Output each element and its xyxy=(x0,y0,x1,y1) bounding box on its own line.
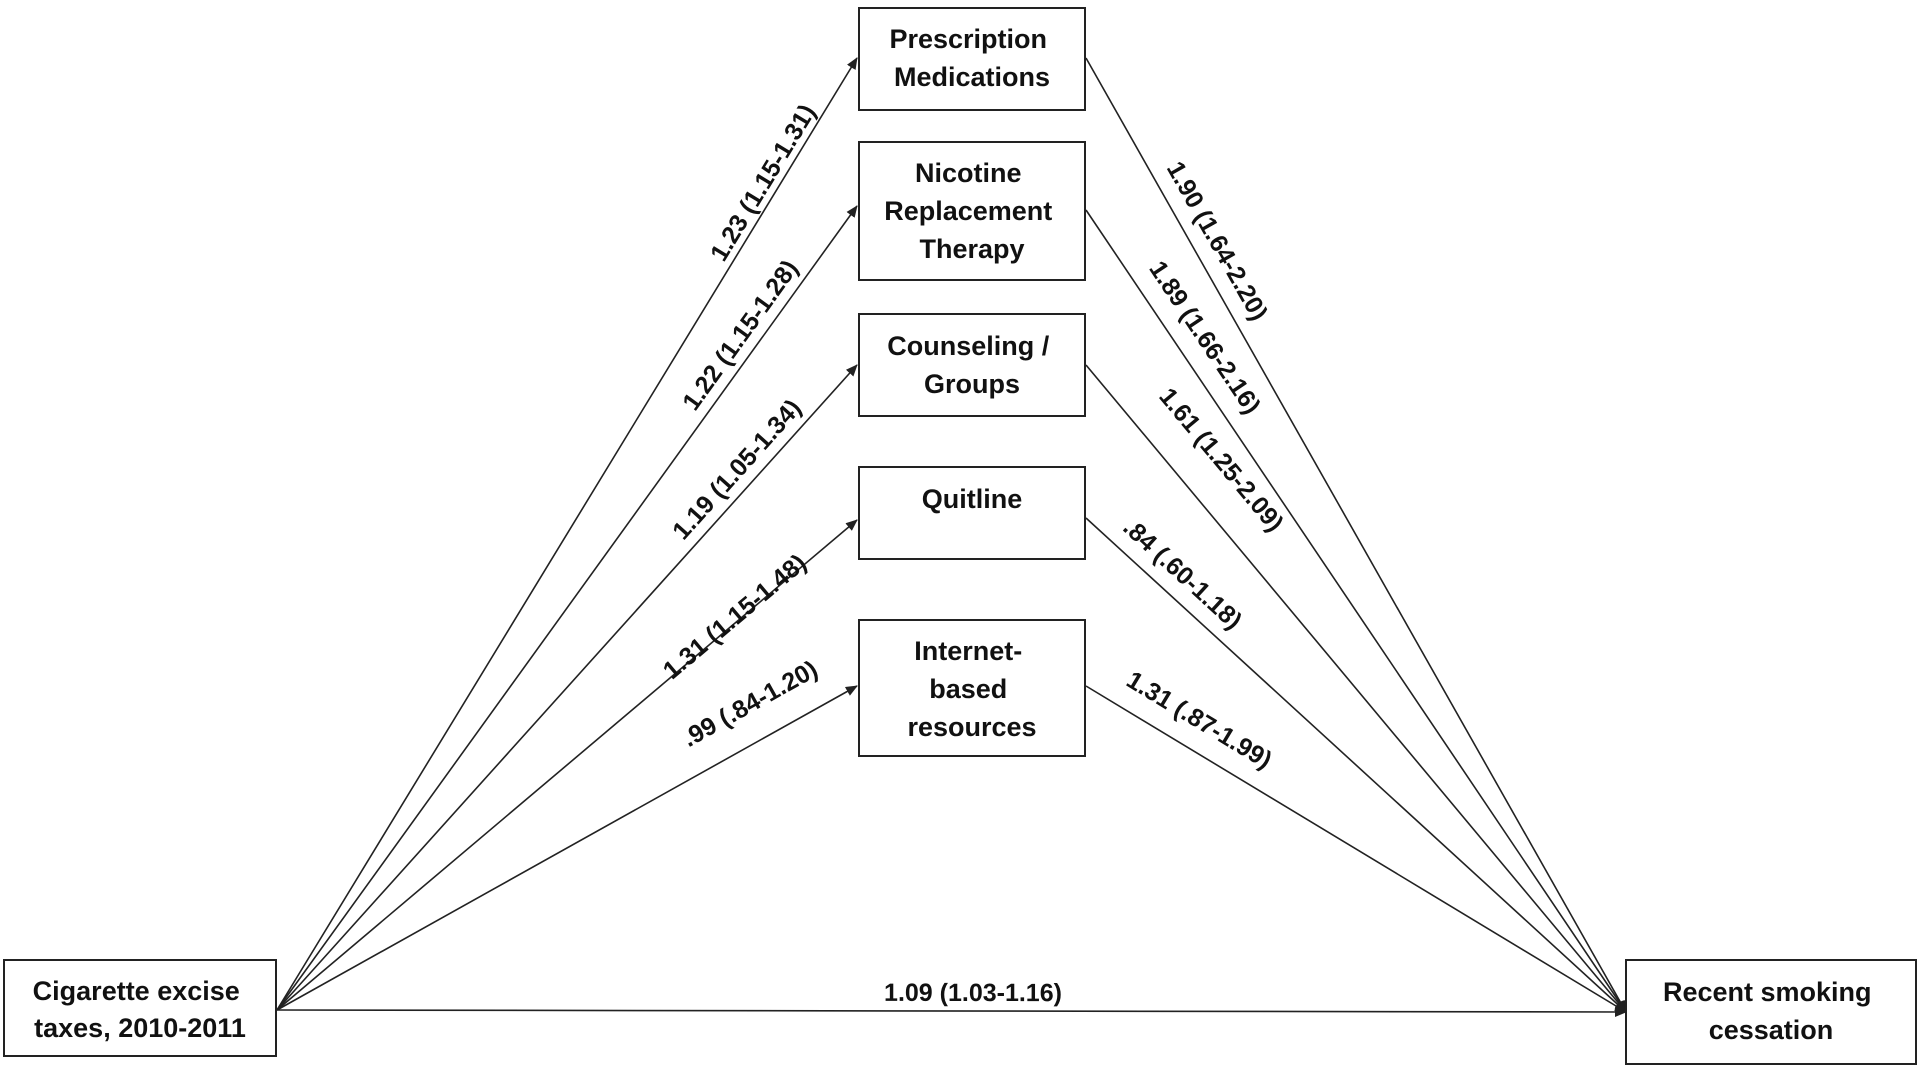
source-label-line-1: Cigarette excise xyxy=(33,976,240,1006)
source-node: Cigarette excise taxes, 2010-2011 xyxy=(3,959,277,1057)
mediator-label-line: Groups xyxy=(924,369,1020,399)
edge-mediator-to-target xyxy=(1085,685,1627,1013)
edge-source-to-mediator xyxy=(276,685,858,1011)
edge-mediator-to-target xyxy=(1085,517,1627,1013)
edge-label-mediator-to-target: .84 (.60-1.18) xyxy=(1118,513,1248,635)
mediator-node-counseling-groups: Counseling / Groups xyxy=(858,313,1086,417)
edge-mediator-to-target xyxy=(1085,364,1627,1013)
mediator-node-nicotine-replacement-therapy: Nicotine Replacement Therapy xyxy=(858,141,1086,281)
edge-label-direct: 1.09 (1.03-1.16) xyxy=(884,979,1062,1007)
target-label-line-2: cessation xyxy=(1709,1015,1834,1045)
mediator-node-prescription-medications: Prescription Medications xyxy=(858,7,1086,111)
mediator-node-quitline: Quitline xyxy=(858,466,1086,560)
target-label-line-1: Recent smoking xyxy=(1663,977,1872,1007)
edge-direct xyxy=(276,1006,1627,1017)
mediator-label-line: Prescription xyxy=(889,24,1047,54)
edge-label-source-to-mediator: .99 (.84-1.20) xyxy=(678,655,823,753)
edge-label-mediator-to-target: 1.31 (.87-1.99) xyxy=(1122,666,1277,775)
mediator-label-line: Therapy xyxy=(919,234,1024,264)
target-node: Recent smoking cessation xyxy=(1625,959,1917,1065)
mediator-label-line: Counseling / xyxy=(887,331,1049,361)
mediator-label-line: Nicotine xyxy=(915,158,1022,188)
mediator-label: Nicotine Replacement Therapy xyxy=(884,158,1060,264)
mediator-label-line: Quitline xyxy=(922,484,1023,514)
edge-label-source-to-mediator: 1.31 (1.15-1.48) xyxy=(658,549,812,685)
edges-layer xyxy=(276,57,1627,1017)
mediator-label-line: based xyxy=(929,674,1007,704)
mediator-label-line: resources xyxy=(907,712,1036,742)
edge-label-mediator-to-target: 1.61 (1.25-2.09) xyxy=(1153,383,1288,538)
target-label: Recent smoking cessation xyxy=(1663,977,1879,1045)
mediator-label-line: Replacement xyxy=(884,196,1052,226)
mediator-label: Internet- based resources xyxy=(907,636,1036,742)
mediator-label: Prescription Medications xyxy=(889,24,1054,92)
mediator-label: Quitline xyxy=(922,484,1023,514)
source-label-line-2: taxes, 2010-2011 xyxy=(34,1013,246,1043)
edge-source-to-mediator xyxy=(276,205,858,1011)
edge-mediator-to-target xyxy=(1085,57,1627,1013)
source-label: Cigarette excise taxes, 2010-2011 xyxy=(33,976,248,1043)
mediator-node-internet-based-resources: Internet- based resources xyxy=(858,619,1086,757)
edge-label-source-to-mediator: 1.19 (1.05-1.34) xyxy=(667,394,807,545)
edge-mediator-to-target xyxy=(1085,209,1627,1013)
mediator-label-line: Medications xyxy=(894,62,1050,92)
mediator-label: Counseling / Groups xyxy=(887,331,1057,399)
edge-label-source-to-mediator: 1.23 (1.15-1.31) xyxy=(705,100,821,267)
edge-label-source-to-mediator: 1.22 (1.15-1.28) xyxy=(677,255,804,416)
mediator-label-line: Internet- xyxy=(914,636,1022,666)
edge-source-to-mediator xyxy=(276,519,858,1011)
edge-source-to-mediator xyxy=(276,364,858,1011)
edge-source-to-mediator xyxy=(276,57,858,1011)
